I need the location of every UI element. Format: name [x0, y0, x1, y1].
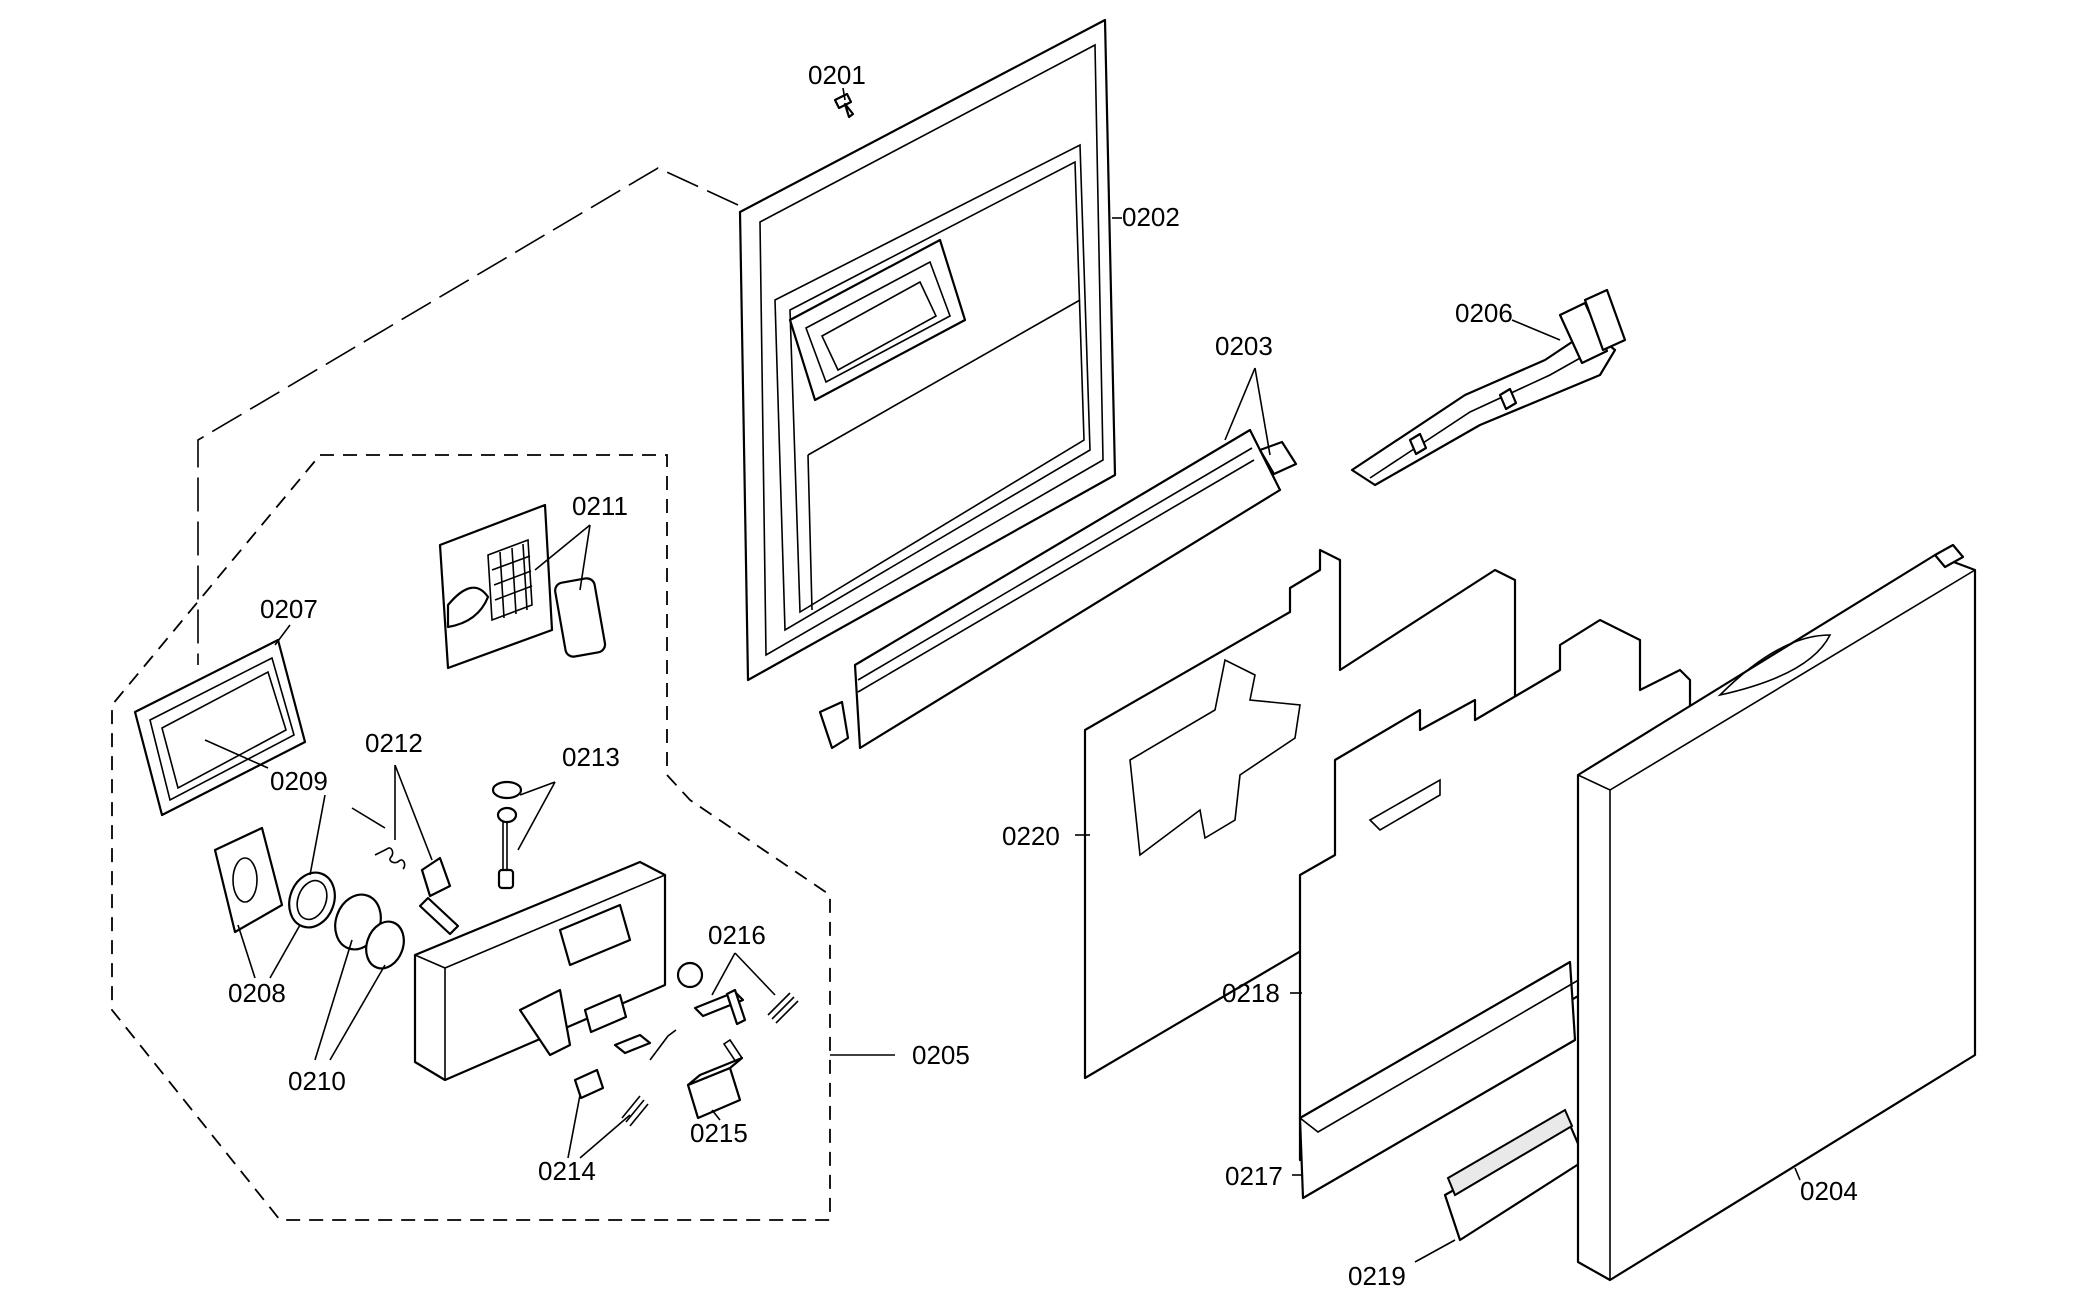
callout-0215: 0215	[690, 1118, 748, 1148]
callout-0211: 0211	[572, 491, 628, 521]
callout-labels: 0201 0202 0203 0206 0211 0207 0212 0213 …	[228, 60, 1858, 1291]
part-0214-lever-spring	[573, 1029, 677, 1127]
part-0215-switch	[686, 1056, 744, 1120]
callout-0208: 0208	[228, 978, 286, 1008]
callout-0201: 0201	[808, 60, 866, 90]
callout-0209: 0209	[270, 766, 328, 796]
door-to-dispenser-projection-lines	[197, 167, 739, 665]
part-0203-trim-strip	[818, 428, 1298, 750]
detergent-dispenser-group-outline	[111, 454, 831, 1221]
part-0217-strip	[1298, 960, 1583, 1200]
callout-0203: 0203	[1215, 331, 1273, 361]
part-0212-latch-spring	[374, 847, 460, 936]
callout-0216: 0216	[708, 920, 766, 950]
part-0206-door-latch-arm	[1350, 288, 1627, 487]
callout-0218: 0218	[1222, 978, 1280, 1008]
part-0202-inner-door	[738, 18, 1117, 682]
part-0209-ring	[288, 871, 336, 929]
callout-0202: 0202	[1122, 202, 1180, 232]
callout-0207: 0207	[260, 594, 318, 624]
part-0205-dispenser-body	[413, 860, 704, 1082]
callout-0220: 0220	[1002, 821, 1060, 851]
part-0213-pin	[491, 780, 523, 890]
callout-0214: 0214	[538, 1156, 596, 1186]
part-0208-cover	[213, 826, 284, 934]
part-0207-seal-frame	[133, 638, 307, 817]
callout-0210: 0210	[288, 1066, 346, 1096]
callout-0206: 0206	[1455, 298, 1513, 328]
part-0211-dispenser-lid	[438, 503, 607, 670]
callout-0213: 0213	[562, 742, 620, 772]
callout-0204: 0204	[1800, 1176, 1858, 1206]
callout-0212: 0212	[365, 728, 423, 758]
part-0201-screw	[833, 92, 855, 119]
callout-0217: 0217	[1225, 1161, 1283, 1191]
part-0219-handle	[1443, 1108, 1587, 1242]
part-0204-outer-door	[1576, 543, 1977, 1282]
part-0216-lever-springs	[693, 988, 799, 1064]
leader-lines	[204, 87, 1801, 1263]
part-0210-rinse-cap	[334, 893, 405, 970]
callout-0219: 0219	[1348, 1261, 1406, 1291]
callout-0205: 0205	[912, 1040, 970, 1070]
